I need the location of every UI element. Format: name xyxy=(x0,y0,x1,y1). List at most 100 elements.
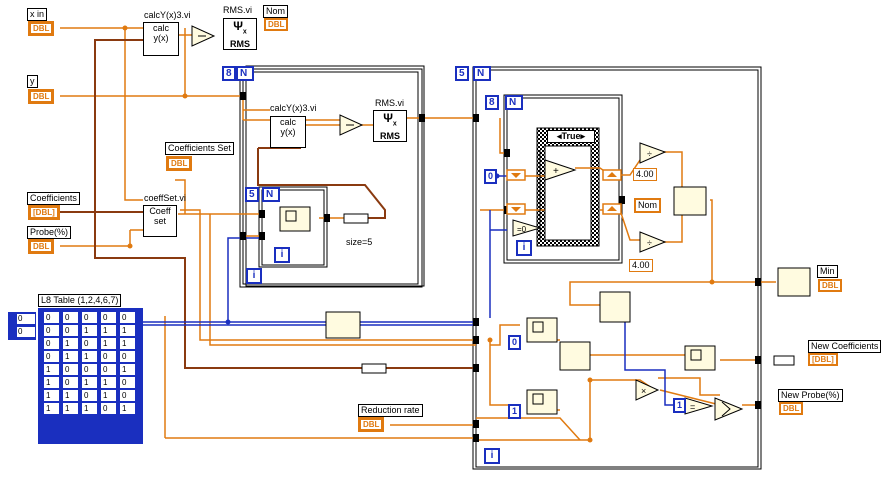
case-selector[interactable]: ◂True▸ xyxy=(547,130,595,143)
nom-terminal[interactable]: DBL xyxy=(264,18,289,31)
table-cell[interactable]: 1 xyxy=(101,377,116,388)
table-cell[interactable]: 0 xyxy=(120,351,135,362)
outer-left-n-icon: N xyxy=(236,66,254,81)
table-cell[interactable]: 1 xyxy=(63,403,78,414)
table-cell[interactable]: 1 xyxy=(44,364,59,375)
table-cell[interactable]: 1 xyxy=(63,338,78,349)
table-cell[interactable]: 0 xyxy=(101,312,116,323)
new-probe-terminal[interactable]: DBL xyxy=(779,402,804,415)
table-cell[interactable]: 0 xyxy=(101,364,116,375)
probe-terminal[interactable]: DBL xyxy=(28,239,55,254)
case-label: True xyxy=(561,131,581,141)
table-cell[interactable]: 0 xyxy=(44,325,59,336)
table-cell[interactable]: 1 xyxy=(63,351,78,362)
table-cell[interactable]: 1 xyxy=(101,338,116,349)
table-cell[interactable]: 1 xyxy=(63,390,78,401)
table-cell[interactable]: 0 xyxy=(120,390,135,401)
array-icons xyxy=(279,186,811,415)
table-cell[interactable]: 1 xyxy=(44,377,59,388)
table-cell[interactable]: 1 xyxy=(82,377,97,388)
psi-subscript-inner: x xyxy=(392,120,397,128)
table-cell[interactable]: 1 xyxy=(44,403,59,414)
inner-left-n-icon: N xyxy=(262,187,280,202)
coeffset-subvi[interactable]: Coeff set xyxy=(143,205,177,237)
table-cell[interactable]: 1 xyxy=(101,325,116,336)
calcy-top-subvi[interactable]: calc y(x) xyxy=(143,22,179,56)
right-inner-n-icon: N xyxy=(505,95,523,110)
case-left-arrow-icon[interactable]: ◂ xyxy=(556,131,562,141)
coefficients-set-terminal[interactable]: DBL xyxy=(166,156,193,171)
case-right-arrow-icon[interactable]: ▸ xyxy=(580,131,586,141)
right-inner-index: i xyxy=(516,240,532,256)
const-one-a[interactable]: 1 xyxy=(508,404,522,419)
svg-text:=0: =0 xyxy=(517,225,527,234)
svg-text:=: = xyxy=(690,402,695,412)
table-cell[interactable]: 0 xyxy=(44,338,59,349)
table-cell[interactable]: 1 xyxy=(82,403,97,414)
table-cell[interactable]: 0 xyxy=(44,351,59,362)
calcy-inner-subvi[interactable]: calc y(x) xyxy=(270,116,306,148)
rms-inner-name: RMS.vi xyxy=(375,98,404,108)
table-cell[interactable]: 1 xyxy=(82,325,97,336)
l8-table-label: L8 Table (1,2,4,6,7) xyxy=(38,294,122,307)
rms-inner-subvi[interactable]: Ψx RMS xyxy=(373,110,407,142)
loop-tunnels xyxy=(240,92,761,442)
right-outer-count[interactable]: 5 xyxy=(455,66,469,81)
new-probe-label: New Probe(%) xyxy=(778,389,843,402)
outer-left-count[interactable]: 8 xyxy=(222,66,236,81)
reduction-rate-terminal[interactable]: DBL xyxy=(358,417,385,432)
const-four-top[interactable]: 4.00 xyxy=(633,168,657,181)
rms-top-text: RMS xyxy=(230,39,250,50)
table-cell[interactable]: 1 xyxy=(120,325,135,336)
new-coefficients-label: New Coefficients xyxy=(808,340,882,353)
functions: + ÷ ÷ × = =0 xyxy=(191,25,744,421)
table-cell[interactable]: 1 xyxy=(101,390,116,401)
const-four-bottom[interactable]: 4.00 xyxy=(629,259,653,272)
table-cell[interactable]: 0 xyxy=(101,351,116,362)
table-cell[interactable]: 0 xyxy=(101,403,116,414)
right-inner-count[interactable]: 8 xyxy=(485,95,499,110)
table-cell[interactable]: 0 xyxy=(63,325,78,336)
table-cell[interactable]: 1 xyxy=(120,364,135,375)
const-zero-a[interactable]: 0 xyxy=(484,169,498,184)
table-cell[interactable]: 1 xyxy=(82,351,97,362)
inner-left-count[interactable]: 5 xyxy=(245,187,259,202)
l8-index-col[interactable]: 0 xyxy=(17,327,35,337)
l8-table-index[interactable]: 0 0 xyxy=(8,312,36,340)
const-nom[interactable]: Nom xyxy=(634,198,662,213)
min-terminal[interactable]: DBL xyxy=(818,279,843,292)
table-cell[interactable]: 0 xyxy=(82,338,97,349)
table-cell[interactable]: 0 xyxy=(63,312,78,323)
table-cell[interactable]: 0 xyxy=(44,312,59,323)
const-one-b[interactable]: 1 xyxy=(673,398,687,413)
outer-left-index: i xyxy=(246,268,262,284)
coefficients-terminal[interactable]: [DBL] xyxy=(28,205,60,220)
table-cell[interactable]: 1 xyxy=(120,338,135,349)
rms-top-subvi[interactable]: Ψx RMS xyxy=(223,18,257,50)
size-label: size=5 xyxy=(346,237,373,247)
table-cell[interactable]: 0 xyxy=(82,390,97,401)
const-zero-b[interactable]: 0 xyxy=(508,335,522,350)
new-coefficients-terminal[interactable]: [DBL] xyxy=(808,353,838,366)
right-outer-index: i xyxy=(484,448,500,464)
table-cell[interactable]: 0 xyxy=(120,377,135,388)
table-cell[interactable]: 0 xyxy=(63,377,78,388)
table-cell[interactable]: 0 xyxy=(82,364,97,375)
y-terminal[interactable]: DBL xyxy=(28,89,55,104)
l8-index-row[interactable]: 0 xyxy=(17,314,35,324)
table-cell[interactable]: 0 xyxy=(120,312,135,323)
x-in-terminal[interactable]: DBL xyxy=(28,21,55,36)
table-cell[interactable]: 1 xyxy=(44,390,59,401)
table-cell[interactable]: 1 xyxy=(120,403,135,414)
right-outer-n-icon: N xyxy=(473,66,491,81)
table-cell[interactable]: 0 xyxy=(82,312,97,323)
table-cell[interactable]: 0 xyxy=(63,364,78,375)
